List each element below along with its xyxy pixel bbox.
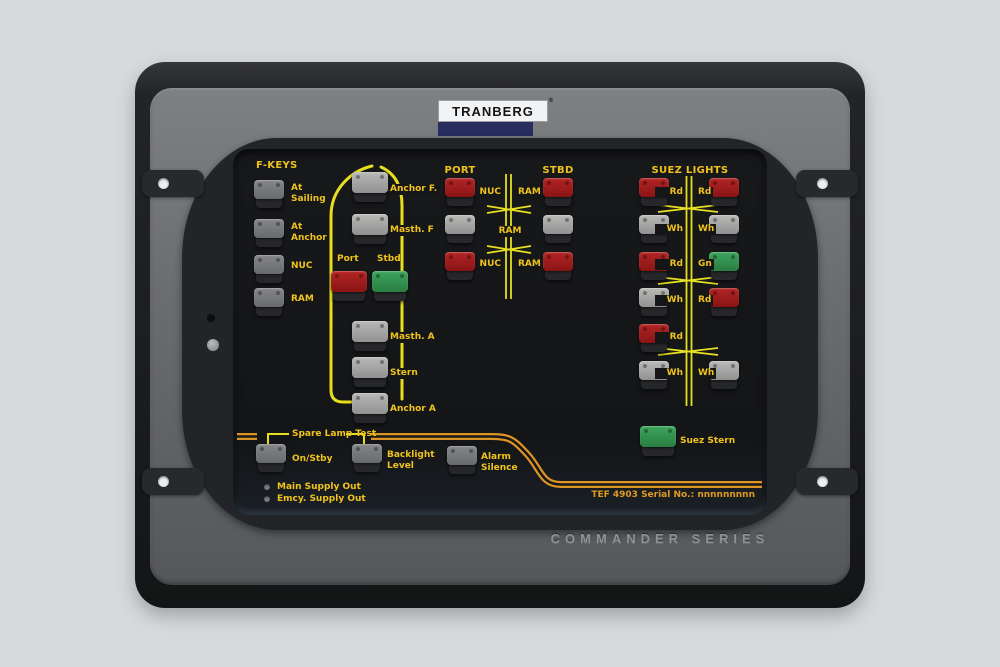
on-stby-label: On/Stby <box>292 454 333 464</box>
suez-stern-label: Suez Stern <box>680 436 736 446</box>
port-column-title: PORT <box>444 165 476 176</box>
screw-hole-icon <box>817 178 828 189</box>
fkey-nuc-label: NUC <box>291 261 313 271</box>
suez-row4-right-label: Rd <box>696 295 714 306</box>
stern-light-button[interactable] <box>352 357 388 387</box>
port-sidelight-button[interactable] <box>331 271 367 301</box>
anchor-forward-label: Anchor F. <box>388 184 440 195</box>
fkey-ram-label: RAM <box>291 294 314 304</box>
mounting-ear-bottom-right <box>796 468 858 495</box>
main-supply-label: Main Supply Out <box>277 482 361 492</box>
screw-hole-icon <box>158 476 169 487</box>
screw-hole-icon <box>158 178 169 189</box>
suez-row3-left-label: Rd <box>655 259 685 270</box>
mounting-ear-top-left <box>142 170 204 197</box>
fkey-at-sailing-label: At Sailing <box>291 183 326 204</box>
port-ram-mid-button[interactable] <box>445 215 475 243</box>
suez-row4-right-button[interactable] <box>709 288 739 316</box>
panel-hole-icon <box>207 314 215 322</box>
suez-row1-right-button[interactable] <box>709 178 739 206</box>
fkey-at-sailing-button[interactable] <box>254 180 284 208</box>
masthead-aft-button[interactable] <box>352 321 388 351</box>
masthead-forward-button[interactable] <box>352 214 388 244</box>
stern-light-label: Stern <box>388 368 420 379</box>
stbd-nuc-bottom-button[interactable] <box>543 252 573 280</box>
alarm-silence-label: Alarm Silence <box>481 452 518 473</box>
mast-nuc-top-label: NUC <box>475 187 503 198</box>
commander-series-text: COMMANDER SERIES <box>550 531 770 546</box>
suez-stern-button[interactable] <box>640 426 676 456</box>
screw-hole-icon <box>817 476 828 487</box>
port-nuc-bottom-button[interactable] <box>445 252 475 280</box>
suez-row2-right-label: Wh <box>696 224 717 235</box>
suez-row3-right-button[interactable] <box>709 252 739 280</box>
stbd-sidelight-button[interactable] <box>372 271 408 301</box>
suez-row1-right-label: Rd <box>696 187 714 198</box>
port-nuc-top-button[interactable] <box>445 178 475 206</box>
on-stby-button[interactable] <box>256 444 286 472</box>
suez-row1-left-label: Rd <box>655 187 685 198</box>
mast-ram-middle-label: RAM <box>495 226 525 237</box>
suez-row2-right-button[interactable] <box>709 215 739 243</box>
suez-row2-left-label: Wh <box>655 224 685 235</box>
indicator-led <box>207 339 219 351</box>
registered-trademark-icon: ® <box>548 98 553 104</box>
brand-logo: TRANBERG ® <box>438 98 553 122</box>
fkey-at-anchor-label: At Anchor <box>291 222 327 243</box>
emcy-supply-led <box>264 496 270 502</box>
suez-lights-title: SUEZ LIGHTS <box>651 165 729 176</box>
stbd-nuc-top-button[interactable] <box>543 178 573 206</box>
stbd-column-title: STBD <box>542 165 574 176</box>
suez-row6-left-label: Wh <box>655 368 685 379</box>
brand-logo-text: TRANBERG <box>452 103 534 119</box>
suez-row5-left-label: Rd <box>655 332 685 343</box>
suez-row6-right-label: Wh <box>696 368 717 379</box>
suez-row3-right-label: Gn <box>696 259 714 270</box>
fkey-nuc-button[interactable] <box>254 255 284 283</box>
stbd-ram-mid-button[interactable] <box>543 215 573 243</box>
emcy-supply-label: Emcy. Supply Out <box>277 494 366 504</box>
masthead-aft-label: Masth. A <box>388 332 437 343</box>
mast-nuc-bottom-label: NUC <box>475 259 503 270</box>
main-supply-led <box>264 484 270 490</box>
fkeys-title: F-KEYS <box>256 160 298 171</box>
brand-logo-bar <box>438 122 533 136</box>
mast-ram-bottom-label: RAM <box>516 259 543 270</box>
serial-number-text: TEF 4903 Serial No.: nnnnnnnnn <box>591 490 755 500</box>
backlight-level-label: Backlight Level <box>387 450 435 471</box>
masthead-forward-label: Masth. F <box>388 225 436 236</box>
anchor-forward-button[interactable] <box>352 172 388 202</box>
anchor-aft-label: Anchor A <box>388 404 438 415</box>
mounting-ear-top-right <box>796 170 858 197</box>
alarm-silence-button[interactable] <box>447 446 477 474</box>
suez-row4-left-label: Wh <box>655 295 685 306</box>
backlight-level-button[interactable] <box>352 444 382 472</box>
stbd-side-label: Stbd <box>377 254 401 264</box>
fkey-ram-button[interactable] <box>254 288 284 316</box>
suez-row6-right-button[interactable] <box>709 361 739 389</box>
port-side-label: Port <box>337 254 359 264</box>
anchor-aft-button[interactable] <box>352 393 388 423</box>
mast-ram-top-label: RAM <box>516 187 543 198</box>
fkey-at-anchor-button[interactable] <box>254 219 284 247</box>
mounting-ear-bottom-left <box>142 468 204 495</box>
spare-lamp-test-label: Spare Lamp Test <box>292 429 377 439</box>
